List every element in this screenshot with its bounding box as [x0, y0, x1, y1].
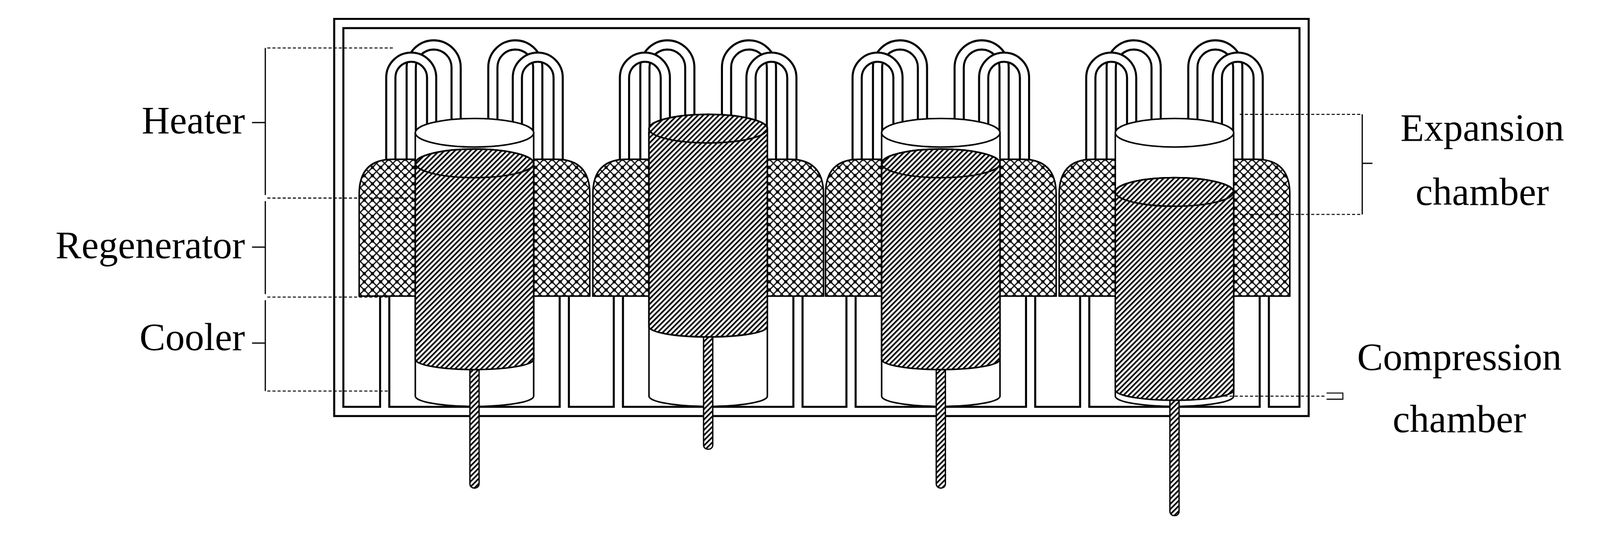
piston	[415, 149, 534, 370]
piston-body	[1115, 177, 1234, 400]
leader-end	[1326, 393, 1344, 400]
part-label: Heater	[141, 96, 245, 144]
piston	[648, 114, 768, 337]
part-label: Expansion chamber	[1382, 95, 1582, 224]
piston-body	[415, 149, 534, 370]
part-label: Regenerator	[55, 221, 245, 269]
piston-top	[1115, 177, 1234, 206]
piston	[1115, 177, 1234, 400]
part-label: Cooler	[139, 313, 245, 361]
bracket	[251, 48, 1373, 392]
piston-body	[881, 149, 1000, 370]
piston-body	[648, 114, 768, 337]
piston	[881, 149, 1000, 370]
part-label: Compression chamber	[1340, 325, 1579, 450]
leader-line	[267, 48, 1360, 397]
cylinder	[415, 118, 534, 406]
cylinder	[1115, 118, 1234, 406]
cylinder	[881, 118, 1000, 406]
piston-top	[415, 149, 534, 178]
cooler-pipe-bore	[338, 23, 1305, 411]
cooler-pipe-wall	[338, 23, 1305, 411]
piston-top	[648, 114, 768, 143]
piston-top	[881, 149, 1000, 178]
